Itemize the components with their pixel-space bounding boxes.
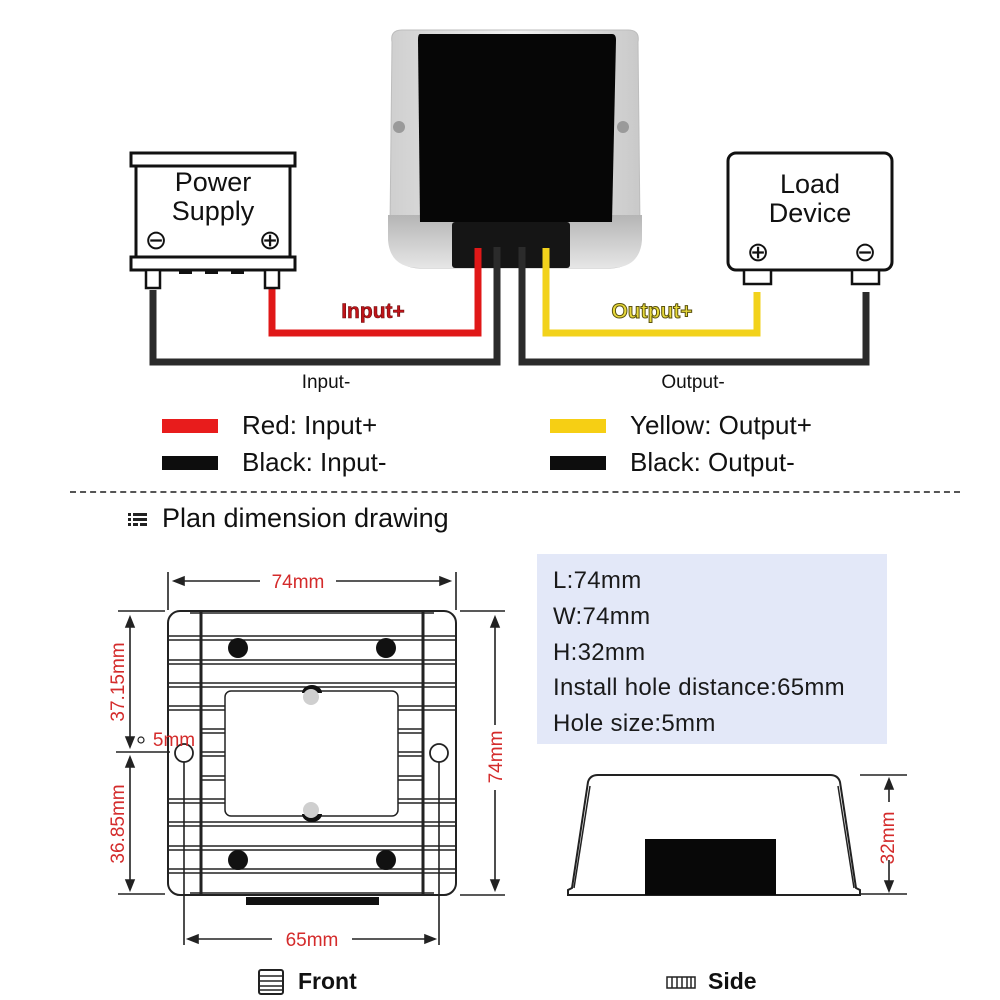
mount-hole-left	[393, 121, 405, 133]
spec-height: H:32mm	[553, 639, 646, 666]
section-heading: Plan dimension drawing	[128, 503, 449, 534]
dim-hole-distance: 65mm	[286, 930, 339, 951]
potting-top	[418, 34, 616, 222]
front-view-label: Front	[258, 968, 357, 995]
dim-height-right: 74mm	[486, 731, 507, 784]
wiring-diagram: Power Supply ⊖ ⊕ Load Device ⊕ ⊖ Input+ …	[129, 29, 894, 393]
legend-label: Red: Input+	[242, 410, 378, 440]
mount-hole-right	[429, 743, 449, 763]
list-icon	[128, 512, 147, 526]
side-label-text: Side	[708, 968, 757, 994]
positive-terminal-icon: ⊕	[259, 225, 282, 255]
positive-terminal-icon: ⊕	[747, 237, 770, 267]
spec-length: L:74mm	[553, 567, 642, 594]
load-device-box	[726, 151, 894, 286]
power-supply-label-2: Supply	[172, 196, 255, 226]
dim-side-height: 32mm	[878, 812, 899, 865]
dim-upper-offset: 37.15mm	[108, 642, 129, 721]
side-view-label: Side	[666, 968, 757, 995]
negative-terminal-icon: ⊖	[854, 237, 877, 267]
heatsink-fins	[169, 612, 455, 894]
legend-label: Black: Input-	[242, 447, 387, 477]
front-label-text: Front	[298, 968, 357, 994]
spec-panel: L:74mm W:74mm H:32mm Install hole distan…	[537, 554, 887, 744]
legend-item-black-input: Black: Input-	[162, 447, 387, 478]
output-minus-label: Output-	[661, 372, 724, 393]
wire-input-plus	[268, 248, 482, 337]
wire-output-plus	[542, 248, 761, 337]
negative-terminal-icon: ⊖	[145, 225, 168, 255]
legend-item-yellow: Yellow: Output+	[550, 410, 812, 441]
dim-lower-offset: 36.85mm	[108, 784, 129, 863]
section-divider	[70, 491, 960, 493]
power-supply-label-1: Power	[175, 167, 252, 197]
mount-hole-left	[174, 743, 194, 763]
front-view-icon	[258, 968, 284, 995]
mount-hole-right	[617, 121, 629, 133]
converter-module	[388, 29, 642, 269]
input-minus-label: Input-	[302, 372, 351, 393]
load-device-label-1: Load	[780, 169, 840, 199]
input-plus-label: Input+	[341, 300, 405, 323]
wire-output-minus	[518, 247, 870, 366]
legend-label: Yellow: Output+	[630, 410, 812, 440]
output-plus-label: Output+	[611, 300, 692, 323]
legend-swatch	[550, 418, 606, 433]
connector-bar	[246, 897, 379, 905]
section-title: Plan dimension drawing	[162, 503, 449, 533]
dim-hole-size: 5mm	[153, 730, 195, 751]
dim-width-top: 74mm	[272, 572, 325, 593]
spec-hole-size: Hole size:5mm	[553, 710, 716, 737]
legend-swatch	[162, 455, 218, 470]
legend-item-black-output: Black: Output-	[550, 447, 795, 478]
legend-swatch	[550, 455, 606, 470]
legend-item-red: Red: Input+	[162, 410, 377, 441]
spec-hole-distance: Install hole distance:65mm	[553, 674, 845, 701]
wire-input-minus	[149, 247, 501, 366]
power-supply-box	[129, 151, 297, 290]
wire-grommet	[452, 222, 570, 268]
hole-size-icon	[137, 736, 145, 744]
screws	[228, 638, 396, 870]
load-device-label-2: Device	[769, 198, 852, 228]
side-view-icon	[666, 975, 696, 989]
legend-label: Black: Output-	[630, 447, 795, 477]
legend-swatch	[162, 418, 218, 433]
front-body-outline	[167, 610, 457, 896]
side-body-outline	[567, 774, 861, 896]
side-connector	[645, 839, 776, 895]
center-panel	[224, 690, 399, 817]
spec-width: W:74mm	[553, 603, 651, 630]
